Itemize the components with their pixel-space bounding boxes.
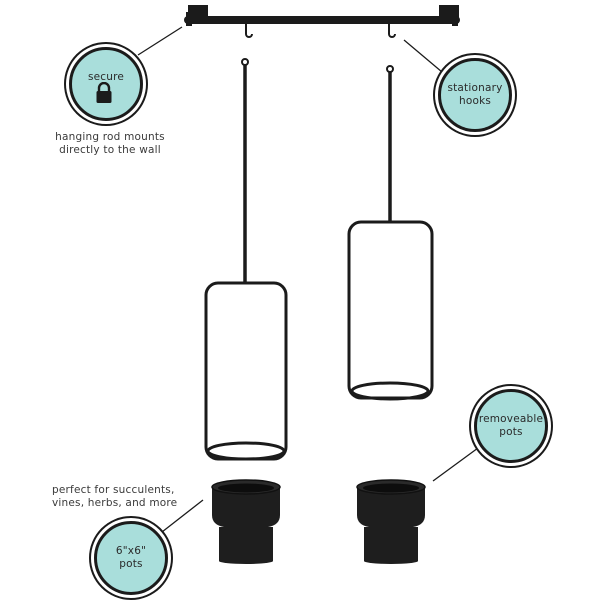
padlock-icon [96,82,112,103]
stationary-hook-left [245,24,253,38]
pot-right [356,479,426,564]
caption-perfect-for: perfect for succulents, vines, herbs, an… [52,484,222,510]
caption-wall-mount-line1: hanging rod mounts [55,131,165,143]
pot-left [211,479,281,564]
badge-secure-label: secure [87,70,125,83]
callout-line-secure [137,26,183,56]
badge-stationary-hooks-line2: hooks [458,95,492,107]
planter-hanger-right [347,65,434,401]
badge-pot-size-line1: 6"x6" [115,545,147,557]
badge-removeable-pots-line1: removeable [478,413,544,425]
badge-stationary-hooks-line1: stationary [447,82,503,94]
badge-removeable-pots-line2: pots [499,426,523,438]
badge-removeable-pots: removeable pots [474,389,548,463]
badge-pot-size-line2: pots [119,558,143,570]
callout-line-size [161,499,204,533]
stationary-hook-right [388,24,396,38]
badge-stationary-hooks: stationary hooks [438,58,512,132]
caption-perfect-for-line2: vines, herbs, and more [52,497,178,509]
callout-line-hooks [403,39,443,73]
caption-wall-mount-line2: directly to the wall [59,144,161,156]
callout-line-removeable [432,447,479,482]
hanging-rod [184,16,460,24]
caption-wall-mount: hanging rod mounts directly to the wall [40,131,180,157]
planter-hanger-left [204,58,288,461]
badge-pot-size: 6"x6" pots [94,521,168,595]
caption-perfect-for-line1: perfect for succulents, [52,484,175,496]
